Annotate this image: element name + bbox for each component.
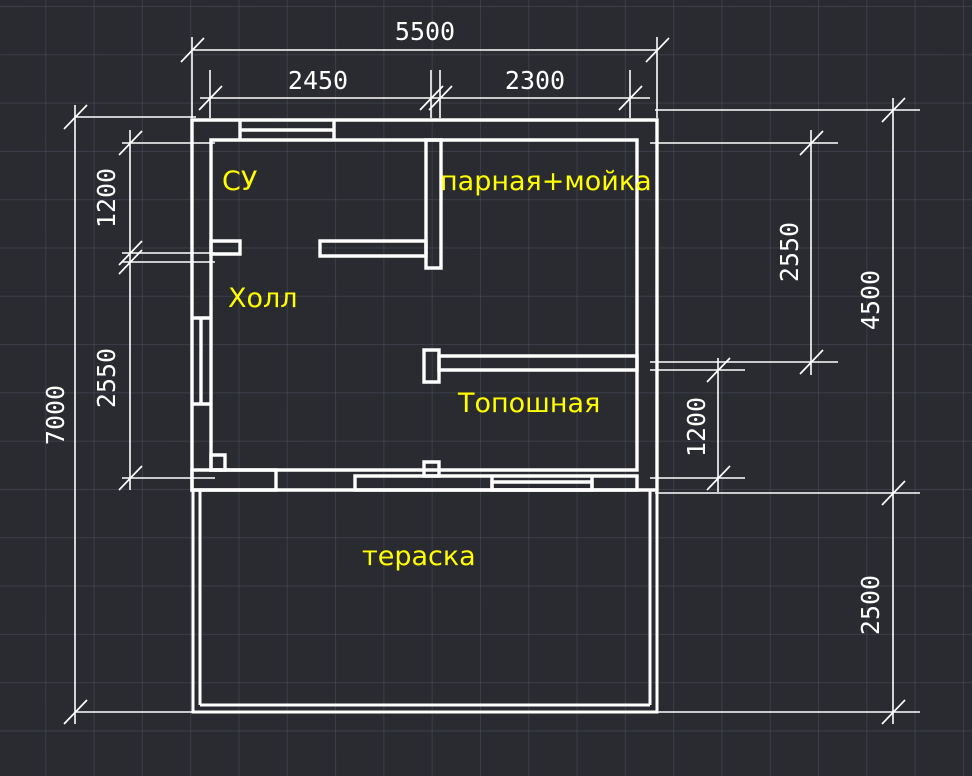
dim-right-inner-top: 2550 xyxy=(775,222,804,282)
room-label-parnaya: парная+мойка xyxy=(440,166,652,197)
dim-left-inner-top: 1200 xyxy=(92,168,121,228)
dim-top-outer: 5500 xyxy=(395,17,455,46)
dim-top-inner-left: 2450 xyxy=(288,66,348,95)
dimension-lines xyxy=(74,37,920,724)
dim-right-inner-bottom: 1200 xyxy=(682,397,711,457)
dim-left-inner-bottom: 2550 xyxy=(92,348,121,408)
room-label-su: СУ xyxy=(222,166,257,197)
dim-right-outer-bottom: 2500 xyxy=(856,575,885,635)
room-label-toposhnaya: Топошная xyxy=(457,388,600,419)
dim-left-outer: 7000 xyxy=(41,385,70,445)
dim-top-inner-right: 2300 xyxy=(505,66,565,95)
dimension-ticks xyxy=(63,37,906,725)
room-label-teraska: тераска xyxy=(362,541,476,572)
room-label-holl: Холл xyxy=(228,283,298,314)
dim-right-outer-top: 4500 xyxy=(856,270,885,330)
terrace-outline xyxy=(191,490,659,714)
